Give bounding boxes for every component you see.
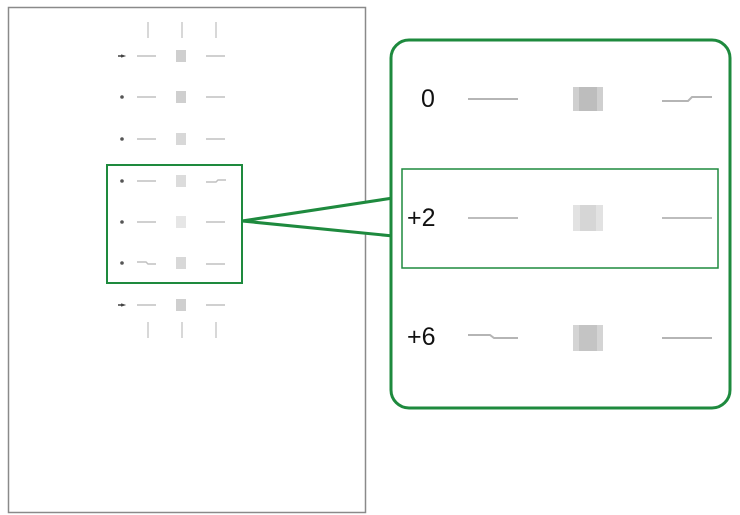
top-tick-marks [147,22,217,38]
zoom-selected-row-box [401,168,719,269]
sheet-pattern-row-1 [118,50,225,62]
zoom-pattern-row-0 [468,87,712,111]
zoom-pattern-row-plus-2 [468,205,712,231]
zoom-pattern-row-plus-6 [468,325,712,351]
sheet-pattern-row-3 [120,133,225,145]
zoom-panel [389,38,732,410]
bottom-tick-marks [147,322,217,338]
zoom-row-label-plus-6: +6 [407,323,436,351]
zoom-row-label-plus-2: +2 [407,204,436,232]
sheet-pattern-row-4 [120,175,226,187]
sheet-pattern-row-2 [120,91,225,103]
sheet-pattern-row-5 [120,216,225,228]
printed-sheet [7,6,367,514]
sheet-highlight-box [106,164,243,284]
sheet-pattern-row-7 [118,299,225,311]
zoom-row-label-0: 0 [421,85,435,113]
sheet-pattern-row-6 [120,257,225,269]
